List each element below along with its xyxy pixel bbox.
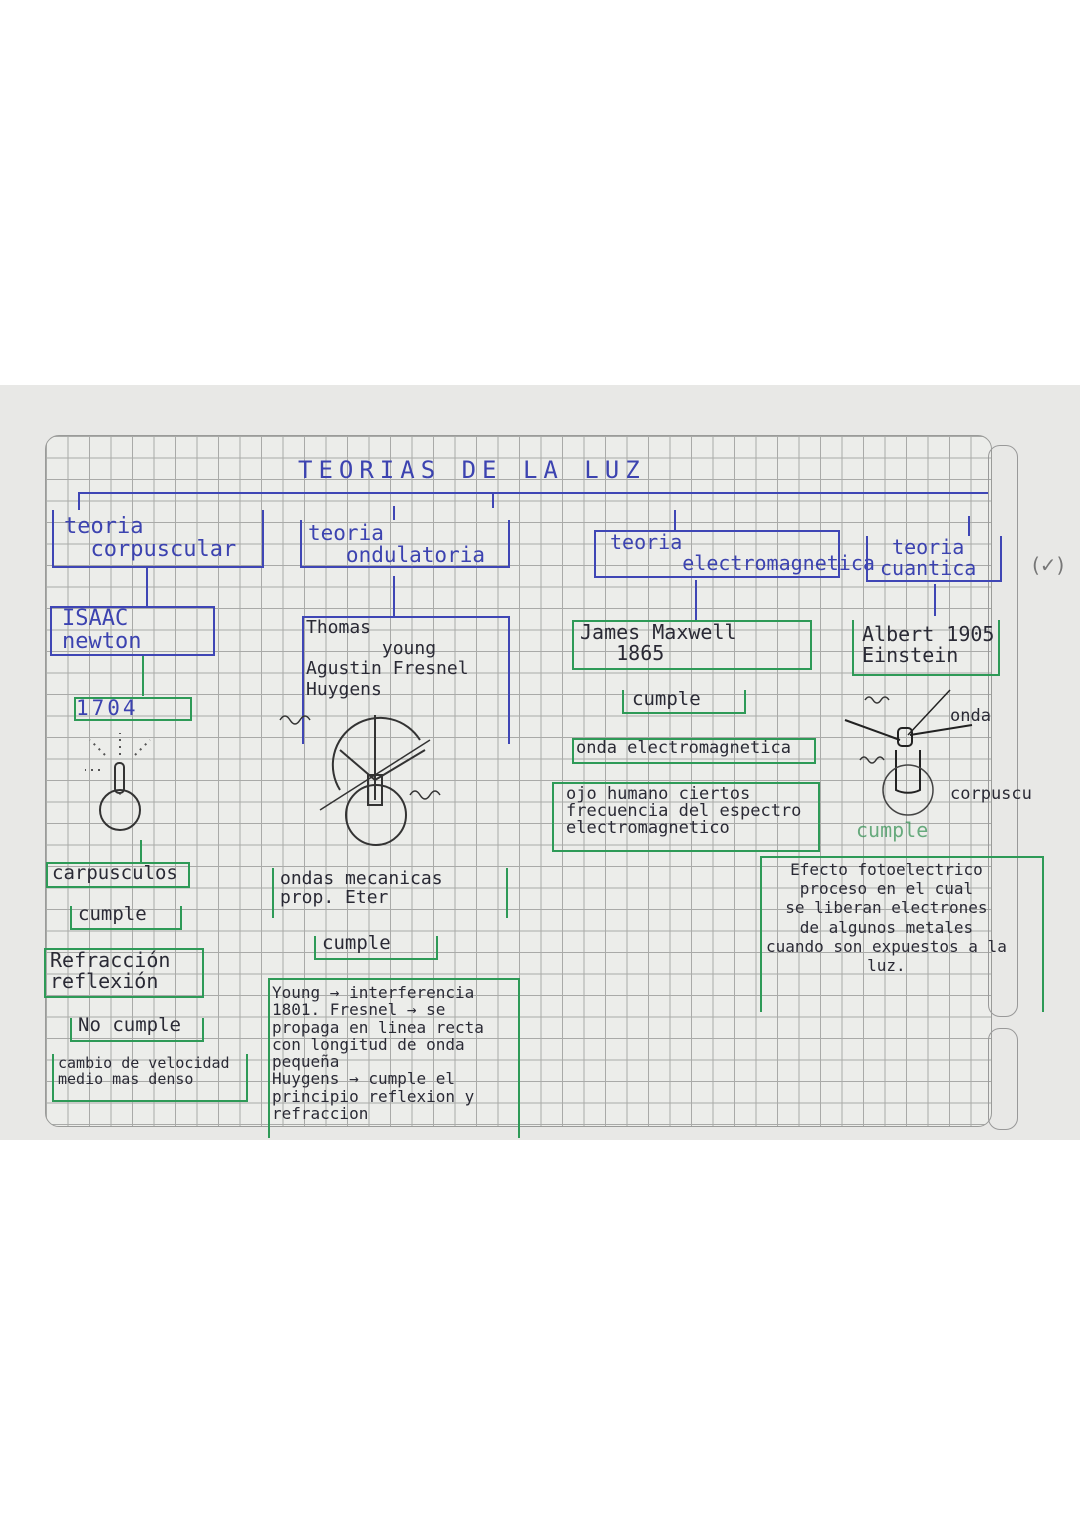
node-cumple: cumple [78,903,147,925]
theory-ondulatoria-box [300,520,510,568]
node-efecto-fotoelectrico-box [760,856,1044,1012]
connector [393,576,395,616]
theory-corpuscular: teoria corpuscular [64,514,237,563]
label-onda: onda [950,706,991,726]
photon-sketch [844,689,973,816]
status-cumple: cumple [856,818,929,842]
person-maxwell-box [572,620,812,670]
node-refraccion: Refracción reflexión [50,948,171,993]
node-cumple-box [314,936,438,960]
connector [140,840,142,862]
person-young: Thomas young Agustin Fresnel Huygens [306,617,469,701]
person-young-box [302,616,510,744]
label-corpusculo: corpuscu [950,784,1032,804]
node-corpusculos: carpusculos [52,862,178,884]
theory-electromagnetica-box [594,530,840,578]
node-ojo-humano-box [552,782,820,852]
node-efecto-fotoelectrico: Efecto fotoelectrico proceso en el cual … [766,860,1007,975]
diagram-title: TEORIAS DE LA LUZ [298,456,646,484]
person-einstein: Albert 1905 Einstein [862,622,995,667]
light-waves-sketch [279,715,441,846]
page-margin [988,445,1018,1017]
page-check-mark: (✓) [1032,553,1065,577]
theory-ondulatoria: teoria ondulatoria [308,521,486,568]
node-ondas-mecanicas: ondas mecanicas prop. Eter [280,868,443,908]
connector [674,510,676,530]
page-margin-bottom [988,1028,1018,1130]
node-onda-electromagnetica: onda electromagnetica [576,738,791,758]
node-cambio: cambio de velocidad medio mas denso [58,1054,230,1088]
person-einstein-box [852,620,1000,676]
node-no-cumple: No cumple [78,1014,181,1036]
connector [393,506,395,520]
person-newton: ISAAC newton [62,606,142,655]
connector-top [78,492,988,494]
connector [695,580,697,620]
theory-electromagnetica: teoria electromagnetica [610,530,875,575]
connector [142,656,144,696]
grid-paper [45,435,992,1127]
candle-sketch [85,733,151,831]
node-cumple-box [622,690,746,714]
connector [934,584,936,616]
node-onda-electromagnetica-box [572,738,816,764]
node-young-interferencia: Young → interferencia 1801. Fresnel → se… [272,983,484,1123]
node-ondas-box [272,868,508,918]
person-maxwell: James Maxwell 1865 [580,620,737,665]
theory-cuantica: teoria cuantica [880,535,977,580]
node-ojo-humano: ojo humano ciertos frecuencia del espect… [566,784,802,838]
theory-cuantica-box [866,536,1002,582]
node-refraccion-box [44,948,204,998]
connector [78,492,80,510]
node-cumple-box [70,906,182,930]
year-1704-box [74,697,192,721]
node-no-cumple-box [70,1018,204,1042]
node-young-interferencia-box [268,978,520,1138]
year-1704: 1704 [76,696,139,720]
node-cumple: cumple [632,688,701,710]
theory-corpuscular-box [52,510,264,568]
connector [968,516,970,536]
person-newton-box [50,606,215,656]
node-cumple: cumple [322,932,391,954]
node-cambio-box [52,1054,248,1102]
connector [492,492,494,508]
connector [146,568,148,606]
node-corpusculos-box [46,862,190,888]
